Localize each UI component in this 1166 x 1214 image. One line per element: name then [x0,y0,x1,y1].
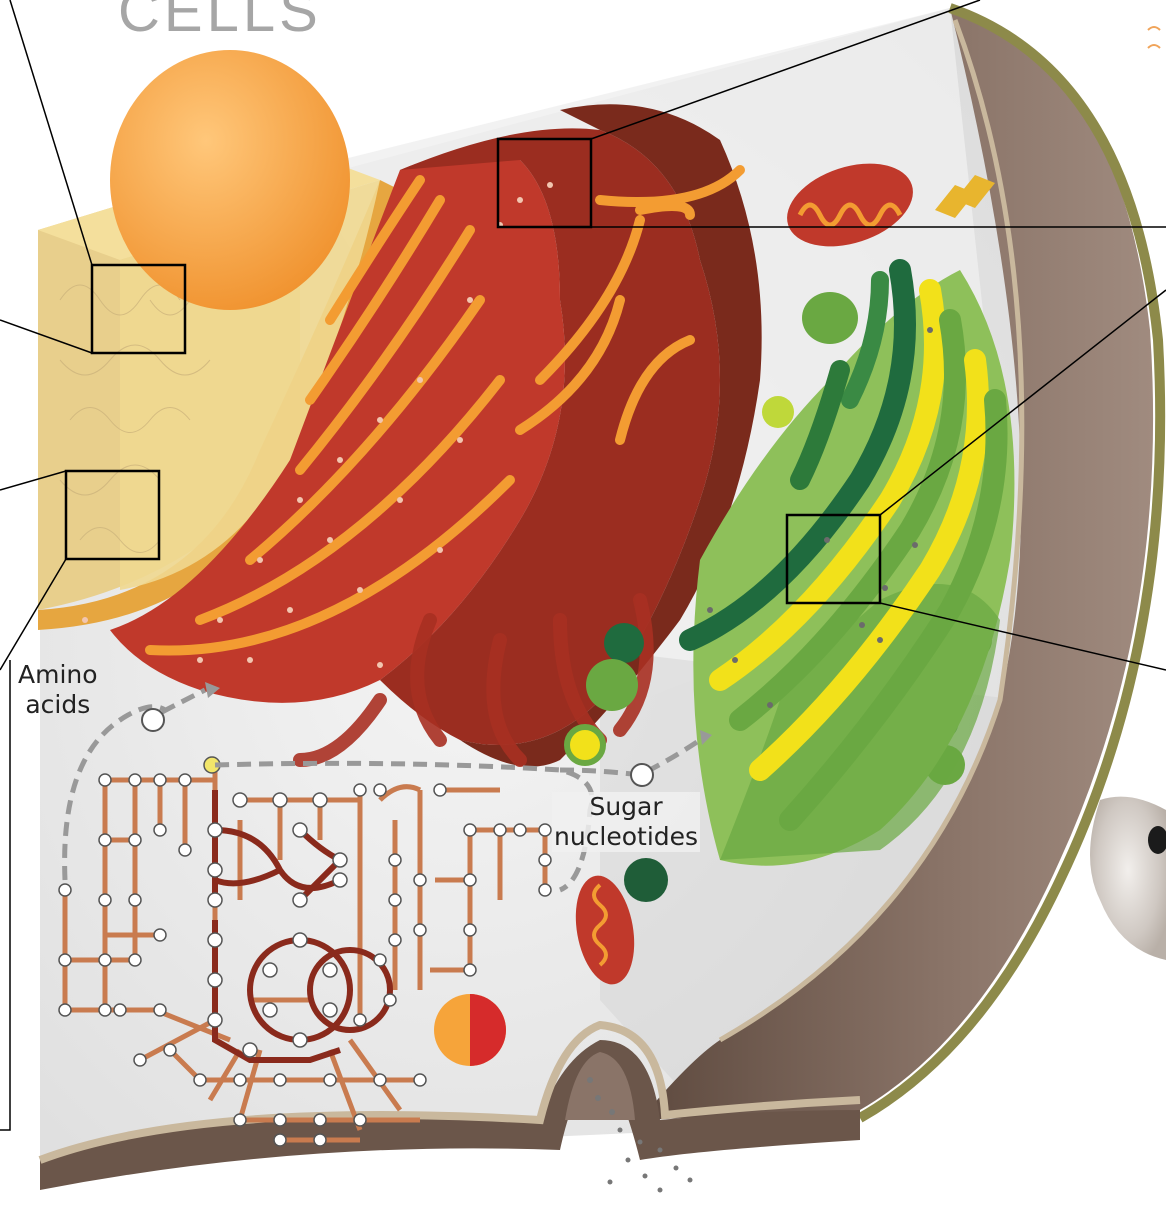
mouse-photo [1090,797,1166,960]
sugar-nucleotide-node [631,764,653,786]
page-title: CELLS [118,0,322,45]
decorative-marks [1148,27,1160,48]
vesicle [762,396,794,428]
vesicle [567,727,603,763]
sugar-nucleotides-label-line1: Sugar [552,792,700,822]
vesicle [586,659,638,711]
amino-acids-label-line1: Amino [18,660,98,690]
amino-acids-label-line2: acids [18,690,98,720]
vesicle [624,858,668,902]
vesicle [604,623,644,663]
sugar-nucleotides-label-line2: nucleotides [552,822,700,852]
amino-acids-label: Amino acids [18,660,98,720]
amino-acid-node [142,709,164,731]
nucleolus [110,50,350,310]
vesicle [802,292,858,344]
sugar-nucleotides-label: Sugar nucleotides [552,792,700,852]
